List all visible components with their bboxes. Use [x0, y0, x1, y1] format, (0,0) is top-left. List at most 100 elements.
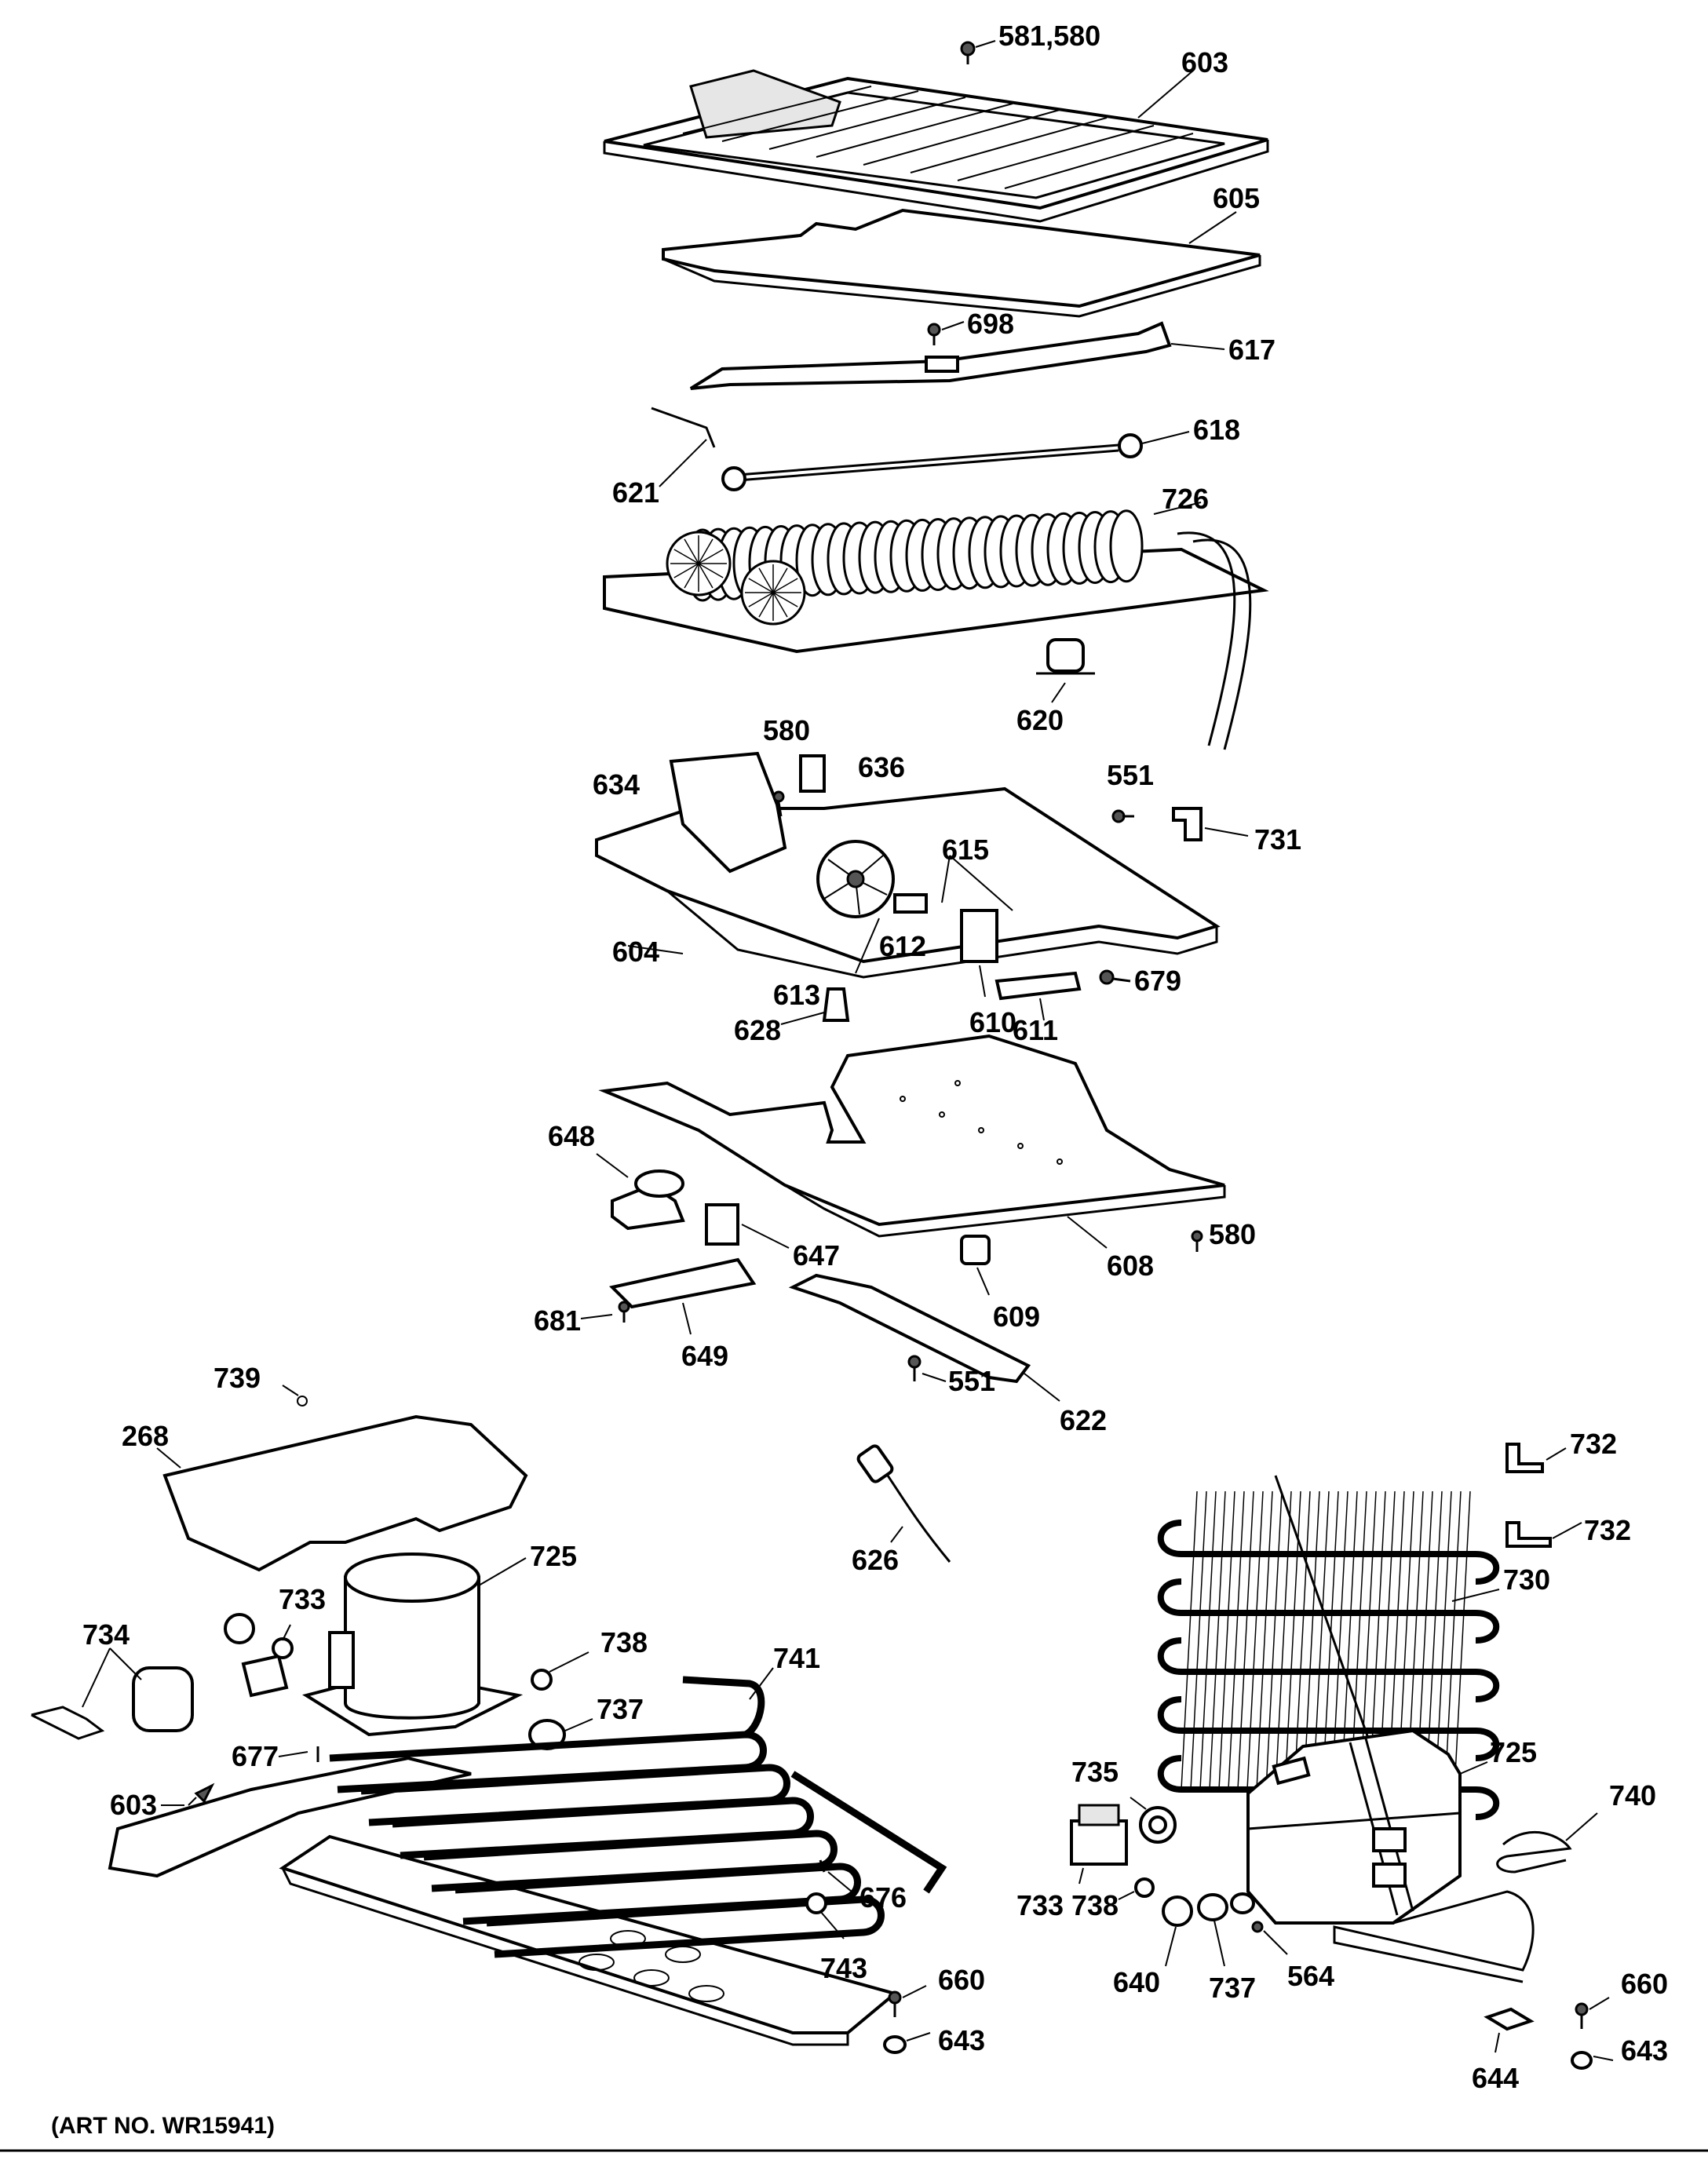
part-heater-618 [721, 431, 1190, 491]
callout-634: 634 [593, 768, 640, 801]
callout-613: 613 [773, 979, 820, 1011]
callout-612: 612 [879, 930, 926, 962]
callout-622: 622 [1060, 1404, 1107, 1436]
part-grommet-643-a [883, 2032, 931, 2054]
callout-640: 640 [1113, 1966, 1160, 1998]
screw-679 [1099, 969, 1131, 985]
callout-648: 648 [548, 1120, 595, 1152]
callout-740: 740 [1609, 1779, 1656, 1812]
part-control-636 [799, 754, 826, 793]
callout-603: 603 [1181, 46, 1228, 78]
part-clip-732-b [1505, 1521, 1582, 1548]
part-motor-648 [596, 1153, 685, 1231]
callout-725: 725 [1490, 1736, 1537, 1768]
callout-737: 737 [597, 1693, 644, 1725]
callout-660: 660 [938, 1964, 985, 1996]
screw-581-580 [960, 40, 996, 64]
callout-621: 621 [612, 476, 659, 509]
callout-739: 739 [214, 1362, 261, 1394]
part-676 [819, 1859, 852, 1892]
part-grommet-738-a [531, 1651, 589, 1691]
callout-737: 737 [1209, 1972, 1256, 2004]
part-743 [805, 1892, 845, 1939]
part-clip-731 [1172, 807, 1249, 841]
callout-649: 649 [681, 1340, 728, 1372]
screw-551-b [907, 1355, 947, 1382]
screw-681 [580, 1301, 630, 1323]
part-relay-733-b [1070, 1804, 1128, 1885]
callout-604: 604 [612, 936, 659, 968]
callout-610: 610 [969, 1006, 1016, 1038]
callout-580: 580 [1209, 1218, 1256, 1250]
callout-698: 698 [967, 308, 1014, 340]
callout-605: 605 [1213, 182, 1260, 214]
callout-660: 660 [1621, 1968, 1668, 2000]
part-relay-735 [1130, 1797, 1177, 1844]
callout-733: 733 [279, 1583, 326, 1615]
callout-580: 580 [763, 714, 810, 746]
screw-660-a [888, 1985, 927, 2017]
callout-636: 636 [858, 751, 905, 783]
callout-676: 676 [859, 1881, 907, 1914]
part-cord-626 [856, 1444, 951, 1563]
callout-611: 611 [1013, 1014, 1058, 1046]
part-duct-622 [788, 1273, 1060, 1402]
screw-698 [927, 321, 965, 345]
part-compressor-725 [302, 1552, 527, 1737]
part-relay-733-a [224, 1613, 294, 1698]
callout-628: 628 [734, 1014, 781, 1046]
callout-603: 603 [110, 1789, 157, 1821]
art-number-caption: (ART NO. WR15941) [51, 2113, 275, 2139]
callout-732: 732 [1570, 1428, 1617, 1460]
callout-581-580: 581,580 [998, 20, 1100, 52]
callout-643: 643 [1621, 2034, 1668, 2067]
part-capacitor-609 [960, 1235, 991, 1296]
callout-726: 726 [1162, 483, 1209, 515]
callout-733: 733 [1016, 1889, 1064, 1921]
callout-615: 615 [942, 834, 989, 866]
callout-620: 620 [1016, 704, 1064, 736]
part-cover-734 [31, 1647, 194, 1740]
part-grommet-738-b [1118, 1877, 1155, 1900]
callout-626: 626 [852, 1544, 899, 1576]
callout-731: 731 [1254, 823, 1301, 856]
part-grommet-737-b [1197, 1892, 1255, 1967]
callout-738: 738 [1071, 1889, 1119, 1921]
callout-609: 609 [993, 1301, 1040, 1333]
screw-677 [278, 1746, 319, 1762]
callout-551: 551 [1107, 759, 1154, 791]
callout-677: 677 [232, 1740, 279, 1772]
part-bracket-649 [608, 1257, 757, 1335]
part-grommet-643-b [1571, 2051, 1614, 2070]
callout-738: 738 [600, 1626, 648, 1658]
part-clip-740 [1496, 1812, 1598, 1874]
callout-551: 551 [948, 1365, 995, 1397]
part-switch-647 [705, 1203, 790, 1249]
screw-580-a [772, 790, 785, 817]
callout-643: 643 [938, 2024, 985, 2056]
callout-734: 734 [82, 1618, 130, 1651]
part-clip-644 [1484, 2007, 1535, 2053]
part-condenser-741 [329, 1676, 947, 1958]
callout-644: 644 [1472, 2062, 1519, 2094]
part-compressor-725-b [1246, 1728, 1535, 1983]
callout-735: 735 [1071, 1756, 1119, 1788]
screw-580-b [1191, 1230, 1203, 1252]
callout-725: 725 [530, 1540, 577, 1572]
callout-743: 743 [820, 1952, 867, 1984]
part-564 [1251, 1921, 1288, 1955]
part-cap-640 [1162, 1895, 1193, 1967]
callout-647: 647 [793, 1239, 840, 1272]
part-cover-268 [156, 1385, 528, 1572]
callout-617: 617 [1228, 334, 1276, 366]
part-evaporator-726 [603, 502, 1269, 750]
part-tray-604 [595, 751, 1221, 1021]
callout-730: 730 [1503, 1563, 1550, 1596]
callout-608: 608 [1107, 1250, 1154, 1282]
part-clip-732-a [1505, 1443, 1567, 1473]
callout-681: 681 [534, 1304, 581, 1337]
part-pan-608 [598, 1034, 1226, 1249]
part-panel-605 [662, 208, 1261, 318]
part-wire-621 [651, 407, 716, 487]
